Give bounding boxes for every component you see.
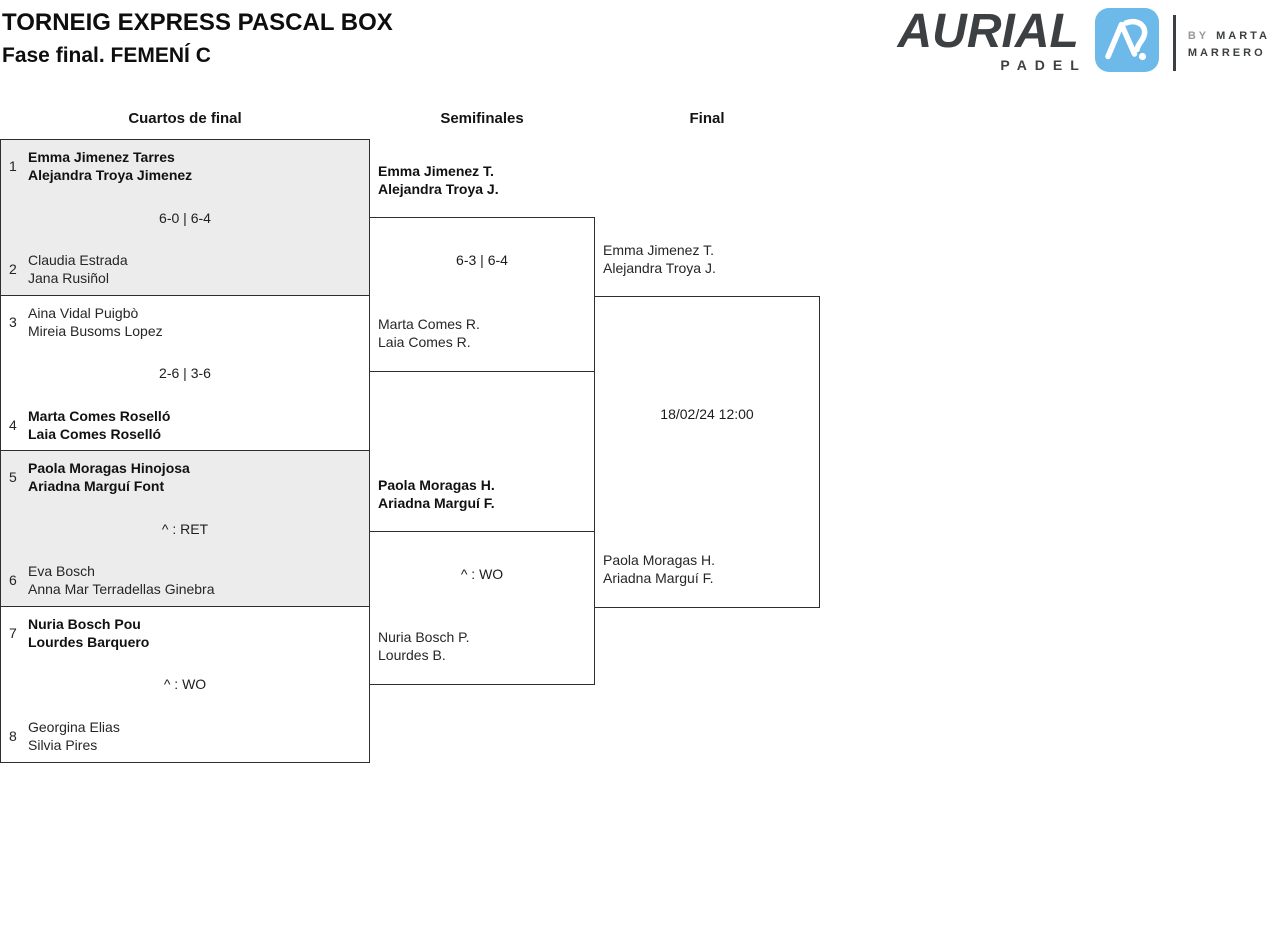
qf1-bottom-team: 2 Claudia Estrada Jana Rusiñol bbox=[9, 251, 361, 287]
player-name: Nuria Bosch Pou bbox=[28, 615, 141, 632]
sf2-top-team: Paola Moragas H. Ariadna Marguí F. bbox=[378, 476, 495, 512]
match-score: ^ : RET bbox=[161, 520, 209, 537]
quarterfinal-match-2: 3 Aina Vidal Puigbò Mireia Busoms Lopez … bbox=[0, 294, 370, 452]
logo-divider bbox=[1172, 15, 1176, 71]
final-schedule: 18/02/24 12:00 bbox=[660, 406, 754, 422]
player-name: Anna Mar Terradellas Ginebra bbox=[28, 581, 215, 597]
player-name: Alejandra Troya Jimenez bbox=[28, 167, 193, 183]
player-name: Aina Vidal Puigbò bbox=[28, 304, 139, 321]
player-name: Marta Comes Roselló bbox=[28, 407, 171, 424]
match-score: ^ : WO bbox=[460, 566, 504, 582]
seed-number: 1 bbox=[9, 158, 17, 174]
sf1-bottom-team: Marta Comes R. Laia Comes R. bbox=[378, 315, 480, 351]
quarterfinals-column: 1 Emma Jimenez Tarres Alejandra Troya Ji… bbox=[0, 139, 370, 763]
page-title: TORNEIG EXPRESS PASCAL BOX bbox=[2, 9, 393, 36]
player-name: Emma Jimenez T. bbox=[378, 163, 494, 179]
byline-last-name: MARRERO bbox=[1187, 47, 1266, 59]
byline-by: BY bbox=[1187, 30, 1210, 42]
seed-number: 3 bbox=[9, 313, 17, 330]
player-name: Alejandra Troya J. bbox=[378, 181, 499, 197]
match-score: 6-0 | 6-4 bbox=[159, 209, 211, 226]
sf1-top-team: Emma Jimenez T. Alejandra Troya J. bbox=[378, 162, 499, 198]
player-name: Mireia Busoms Lopez bbox=[28, 322, 163, 339]
player-name: Marta Comes R. bbox=[378, 316, 480, 332]
player-name: Eva Bosch bbox=[28, 563, 95, 579]
match-score: 2-6 | 3-6 bbox=[159, 365, 211, 381]
player-name: Emma Jimenez T. bbox=[603, 242, 714, 258]
logo-subbrand-text: PADEL bbox=[1000, 57, 1087, 73]
seed-number: 7 bbox=[9, 624, 17, 641]
final-match: Emma Jimenez T. Alejandra Troya J. 18/02… bbox=[594, 242, 820, 608]
player-name: Ariadna Marguí F. bbox=[603, 570, 714, 586]
round-header-semifinals: Semifinales bbox=[440, 110, 524, 127]
seed-number: 4 bbox=[9, 416, 17, 433]
page-subtitle: Fase final. FEMENÍ C bbox=[2, 44, 211, 67]
player-name: Georgina Elias bbox=[28, 718, 120, 735]
round-header-quarterfinals: Cuartos de final bbox=[128, 110, 242, 127]
quarterfinal-match-1: 1 Emma Jimenez Tarres Alejandra Troya Ji… bbox=[0, 139, 370, 296]
player-name: Laia Comes Roselló bbox=[28, 425, 162, 442]
quarterfinal-match-4: 7 Nuria Bosch Pou Lourdes Barquero ^ : W… bbox=[0, 605, 370, 763]
player-name: Paola Moragas Hinojosa bbox=[28, 460, 190, 476]
round-header-final: Final bbox=[689, 110, 725, 127]
byline-first-name: MARTA bbox=[1216, 30, 1270, 42]
qf3-top-team: 5 Paola Moragas Hinojosa Ariadna Marguí … bbox=[9, 459, 361, 495]
qf3-bottom-team: 6 Eva Bosch Anna Mar Terradellas Ginebra bbox=[9, 562, 361, 598]
final-top-team: Emma Jimenez T. Alejandra Troya J. bbox=[603, 241, 716, 277]
seed-number: 6 bbox=[9, 572, 17, 588]
sf2-bottom-team: Nuria Bosch P. Lourdes B. bbox=[378, 628, 470, 664]
qf4-bottom-team: 8 Georgina Elias Silvia Pires bbox=[9, 718, 361, 754]
qf1-top-team: 1 Emma Jimenez Tarres Alejandra Troya Ji… bbox=[9, 148, 361, 184]
player-name: Ariadna Marguí Font bbox=[28, 478, 165, 494]
player-name: Claudia Estrada bbox=[28, 252, 128, 268]
logo-brand-text: AURIAL bbox=[897, 5, 1079, 58]
seed-number: 5 bbox=[9, 469, 17, 485]
semifinal-match-2: Paola Moragas H. Ariadna Marguí F. ^ : W… bbox=[369, 477, 595, 685]
player-name: Alejandra Troya J. bbox=[603, 260, 716, 276]
quarterfinal-match-3: 5 Paola Moragas Hinojosa Ariadna Marguí … bbox=[0, 450, 370, 607]
player-name: Paola Moragas H. bbox=[378, 477, 495, 493]
qf2-bottom-team: 4 Marta Comes Roselló Laia Comes Roselló bbox=[9, 407, 361, 443]
logo-byline: BY MARTA MARRERO bbox=[1188, 8, 1270, 62]
final-bottom-team: Paola Moragas H. Ariadna Marguí F. bbox=[603, 551, 715, 587]
player-name: Laia Comes R. bbox=[378, 334, 471, 350]
qf2-top-team: 3 Aina Vidal Puigbò Mireia Busoms Lopez bbox=[9, 304, 361, 340]
seed-number: 8 bbox=[9, 727, 17, 744]
match-score: ^ : WO bbox=[163, 676, 207, 692]
player-name: Silvia Pires bbox=[28, 736, 98, 753]
semifinal-match-1: Emma Jimenez T. Alejandra Troya J. 6-3 |… bbox=[369, 163, 595, 372]
player-name: Emma Jimenez Tarres bbox=[28, 149, 175, 165]
player-name: Nuria Bosch P. bbox=[378, 629, 470, 645]
qf4-top-team: 7 Nuria Bosch Pou Lourdes Barquero bbox=[9, 615, 361, 651]
player-name: Paola Moragas H. bbox=[603, 552, 716, 568]
seed-number: 2 bbox=[9, 261, 17, 277]
logo-wordmark: AURIAL PADEL bbox=[897, 5, 1079, 74]
player-name: Jana Rusiñol bbox=[28, 270, 109, 286]
player-name: Lourdes Barquero bbox=[28, 633, 150, 650]
player-name: Ariadna Marguí F. bbox=[378, 495, 495, 511]
aurial-padel-logo: AURIAL PADEL BY MARTA MARRERO bbox=[897, 5, 1271, 74]
aurial-monogram-icon bbox=[1094, 8, 1159, 72]
match-score: 6-3 | 6-4 bbox=[456, 252, 508, 268]
player-name: Lourdes B. bbox=[378, 647, 446, 663]
